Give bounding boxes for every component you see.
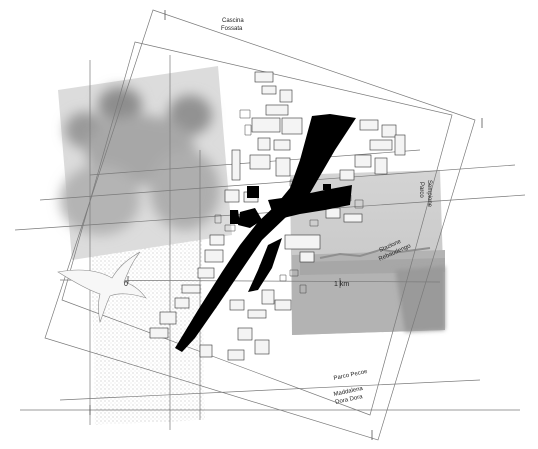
building-footprints (149, 71, 406, 361)
label-parco-sempione-1: Parco (418, 182, 424, 198)
label-parco-sempione-2: Sempione (426, 180, 432, 208)
label-cascina-1: Cascina (222, 18, 244, 24)
tick-marks (89, 10, 483, 440)
railway-band (175, 114, 356, 352)
bird-illustration (57, 251, 147, 324)
label-parco-pecoe: Parco Pecoe (333, 369, 368, 382)
label-cascina-2: Fossata (221, 26, 243, 32)
label-maddalena-2: Dora Dora (335, 394, 364, 406)
people-photo (58, 66, 232, 260)
frame-lines (14, 9, 526, 441)
label-scale-start: 0 (124, 281, 128, 288)
label-scale-end: 1 km (334, 281, 349, 288)
